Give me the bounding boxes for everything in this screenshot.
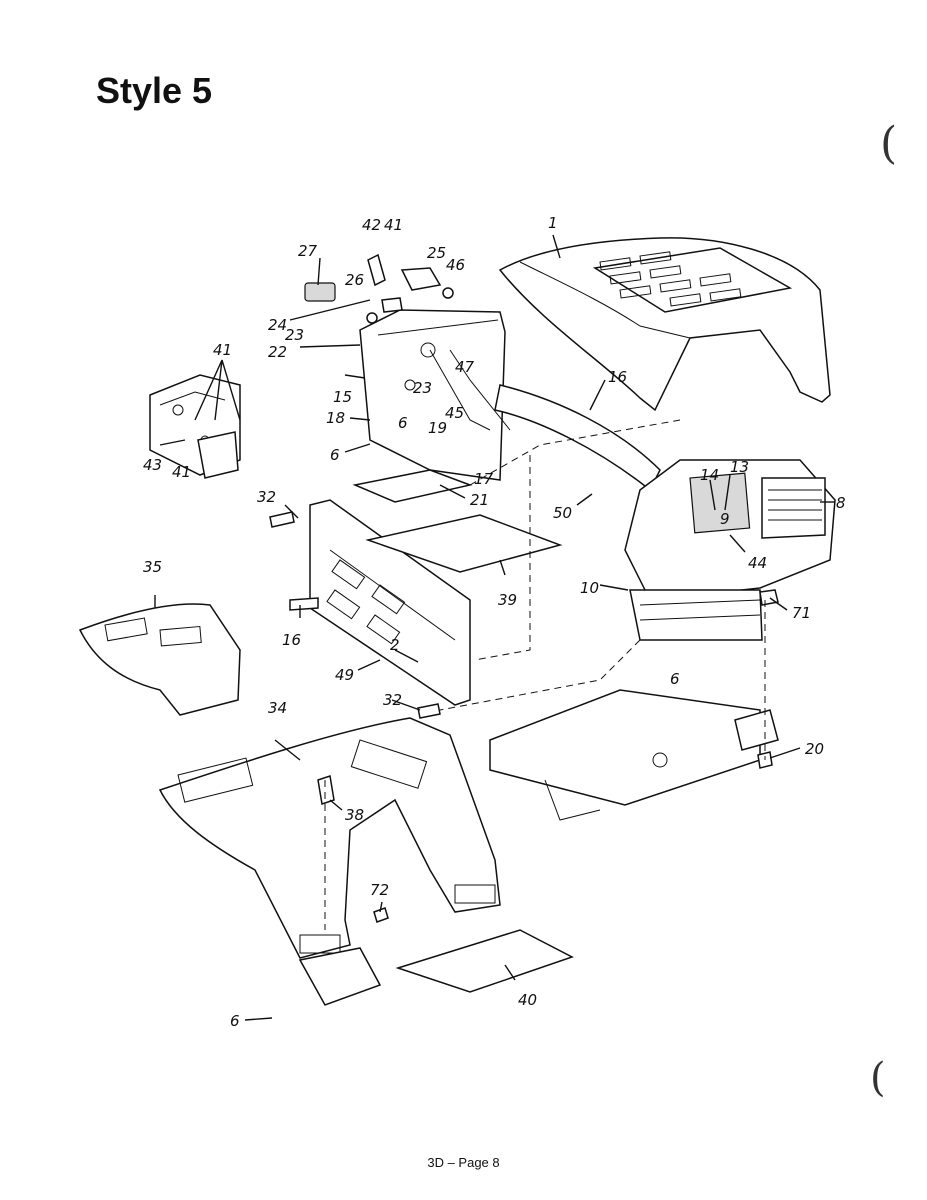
callout-42: 42: [362, 216, 381, 234]
callout-49: 49: [335, 666, 354, 684]
part-72-bolt: [373, 907, 389, 923]
callout-23b: 23: [413, 379, 432, 397]
dash-panel-part: [359, 309, 511, 481]
callout-1: 1: [548, 214, 558, 232]
part-21-bracket: [352, 469, 473, 503]
part-34-fender: [158, 717, 501, 959]
part-40-mat: [395, 929, 574, 993]
part-27-switch: [304, 282, 336, 302]
binding-mark-bottom: (: [870, 1055, 886, 1101]
part-50-rail: [494, 384, 661, 492]
callout-47: 47: [455, 358, 475, 376]
hood-vent-grille: [592, 247, 793, 313]
callout-26: 26: [345, 271, 364, 289]
part-26-clip: [381, 297, 403, 313]
grille-housing: [624, 459, 836, 641]
part-39-mat: [365, 514, 563, 573]
callout-32a: 32: [257, 488, 276, 506]
callout-16a: 16: [608, 368, 627, 386]
callout-50: 50: [553, 504, 572, 522]
routing-line-5: [469, 419, 681, 486]
part-16-bolt: [289, 597, 319, 611]
callout-14: 14: [700, 466, 719, 484]
routing-line-1: [474, 455, 531, 661]
part-41-key: [367, 253, 386, 287]
callout-13: 13: [730, 458, 749, 476]
callout-38: 38: [345, 806, 364, 824]
callout-6c: 6: [670, 670, 680, 688]
callout-9: 9: [720, 510, 730, 528]
callout-21: 21: [470, 491, 489, 509]
callout-44: 44: [748, 554, 767, 572]
leader-lines: [154, 234, 835, 1021]
ignition-bracket-assembly: [149, 374, 241, 479]
callout-45: 45: [445, 404, 464, 422]
callout-41b: 41: [213, 341, 232, 359]
page-footer: 3D – Page 8: [427, 1155, 500, 1170]
callout-41c: 41: [172, 463, 191, 481]
callout-22: 22: [268, 343, 287, 361]
callout-35: 35: [143, 558, 162, 576]
callout-72: 72: [370, 881, 389, 899]
callout-34: 34: [268, 699, 287, 717]
callout-18: 18: [326, 409, 345, 427]
part-24-nut: [366, 312, 378, 324]
callout-2: 2: [390, 636, 400, 654]
callout-32b: 32: [383, 691, 402, 709]
part-32-bolt-b: [417, 703, 441, 719]
part-38-bolt: [317, 775, 335, 805]
part-25-bracket: [400, 267, 442, 291]
part-32-bolt: [269, 511, 295, 528]
frame-part: [489, 689, 779, 821]
callout-10: 10: [580, 579, 599, 597]
callout-15: 15: [333, 388, 352, 406]
callout-17: 17: [474, 470, 494, 488]
callout-24: 24: [268, 316, 287, 334]
page-title: Style 5: [96, 70, 213, 111]
callout-43: 43: [143, 456, 162, 474]
callout-6b: 6: [330, 446, 340, 464]
callout-27: 27: [298, 242, 318, 260]
callout-8: 8: [836, 494, 846, 512]
part-35-fender: [78, 603, 241, 716]
part-71-bolt: [759, 589, 779, 606]
callout-6a: 6: [398, 414, 408, 432]
callout-25: 25: [427, 244, 446, 262]
routing-line-2: [439, 639, 641, 711]
callout-labels: 1 16 8 14 13 9 44 10 71 6 20 50 21 17 39…: [143, 214, 846, 1030]
hood-part: [498, 237, 831, 412]
callout-46: 46: [446, 256, 465, 274]
callout-41a: 41: [384, 216, 403, 234]
callout-19: 19: [428, 419, 447, 437]
callout-40: 40: [518, 991, 537, 1009]
callout-23a: 23: [285, 326, 304, 344]
hitch-plate: [298, 947, 382, 1006]
callout-6d: 6: [230, 1012, 240, 1030]
binding-mark-top: (: [880, 118, 898, 169]
callout-71: 71: [792, 604, 811, 622]
part-46-knob: [442, 287, 454, 299]
callout-39: 39: [498, 591, 517, 609]
callout-16b: 16: [282, 631, 301, 649]
callout-20: 20: [805, 740, 824, 758]
